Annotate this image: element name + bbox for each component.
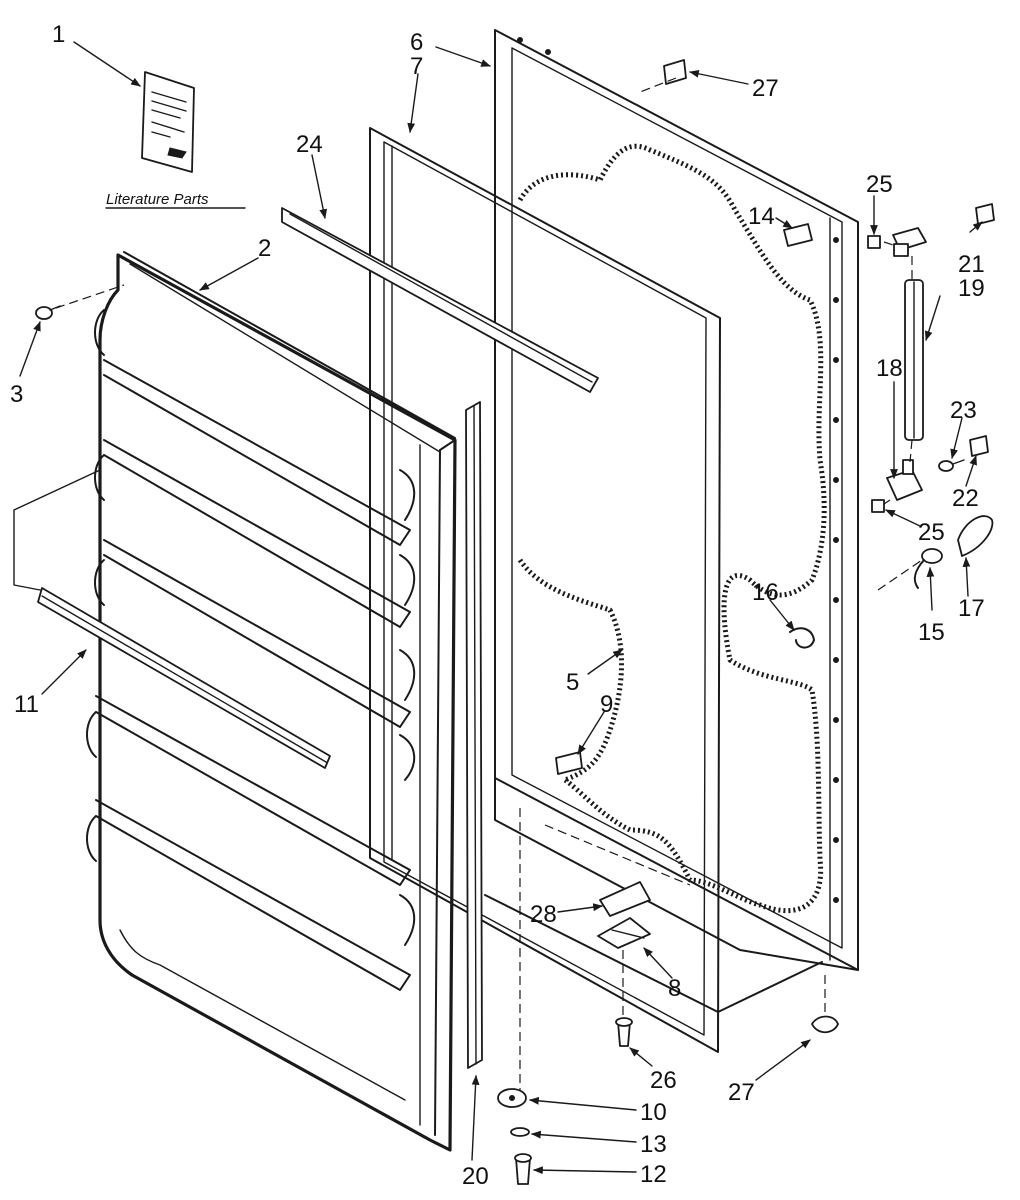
label-24: 24 [296,131,323,158]
screw-26 [615,1017,633,1047]
label-8: 8 [668,975,681,1002]
label-18: 18 [876,355,903,382]
hinge-assembly-bottom [886,459,923,501]
label-27-bottom: 27 [728,1079,755,1106]
clip-16 [789,627,815,649]
label-27-top: 27 [752,75,779,102]
hinge-cap-21 [975,203,995,225]
label-13: 13 [640,1131,667,1158]
screw-12 [514,1153,532,1185]
hinge-rod [904,279,924,441]
label-9: 9 [600,691,613,718]
label-28: 28 [530,901,557,928]
label-25-top: 25 [866,171,893,198]
label-3: 3 [10,381,23,408]
literature-caption: Literature Parts [106,191,209,208]
label-20: 20 [462,1163,489,1190]
bushing-17 [957,515,994,557]
part-labels: 1 2 3 5 6 7 8 9 10 11 12 13 14 15 16 17 … [10,21,985,1190]
label-5: 5 [566,669,579,696]
cord-15 [913,548,943,589]
label-10: 10 [640,1099,667,1126]
door-shelf-bar [37,587,331,769]
inner-door-panel [86,251,457,1152]
cap-27-bottom [811,1015,839,1034]
label-25-bottom: 25 [918,519,945,546]
hinge-plate-10 [497,1088,527,1108]
hinge-assembly-top [892,227,927,257]
leader-arrows [19,41,983,1175]
door-trim-frame [369,127,721,1053]
bracket-14 [783,223,813,247]
label-2: 2 [258,235,271,262]
label-19: 19 [958,275,985,302]
label-26: 26 [650,1067,677,1094]
cap-27-top [663,59,687,85]
label-23: 23 [950,397,977,424]
vertical-trim-strip [465,401,483,1069]
top-trim-strip [281,207,599,393]
hinge-cap-22 [969,435,989,457]
label-15: 15 [918,619,945,646]
alignment-lines [13,77,923,1090]
label-21: 21 [958,251,985,278]
label-11: 11 [14,691,39,718]
label-17: 17 [958,595,985,622]
label-6: 6 [410,29,423,56]
bracket-28 [599,881,651,917]
label-12: 12 [640,1161,667,1188]
literature-booklet [141,71,195,173]
hinge-screw-23 [938,459,965,472]
clip-9 [555,751,583,775]
washer-13 [510,1127,530,1137]
label-7: 7 [410,53,423,80]
cabinet-liner-frame [484,29,859,1051]
label-16: 16 [752,579,779,606]
label-1: 1 [52,21,65,48]
label-22: 22 [952,485,979,512]
shim-25-bottom [871,499,885,513]
bracket-8 [597,917,651,949]
shim-25-top [867,235,881,249]
label-14: 14 [748,203,775,230]
